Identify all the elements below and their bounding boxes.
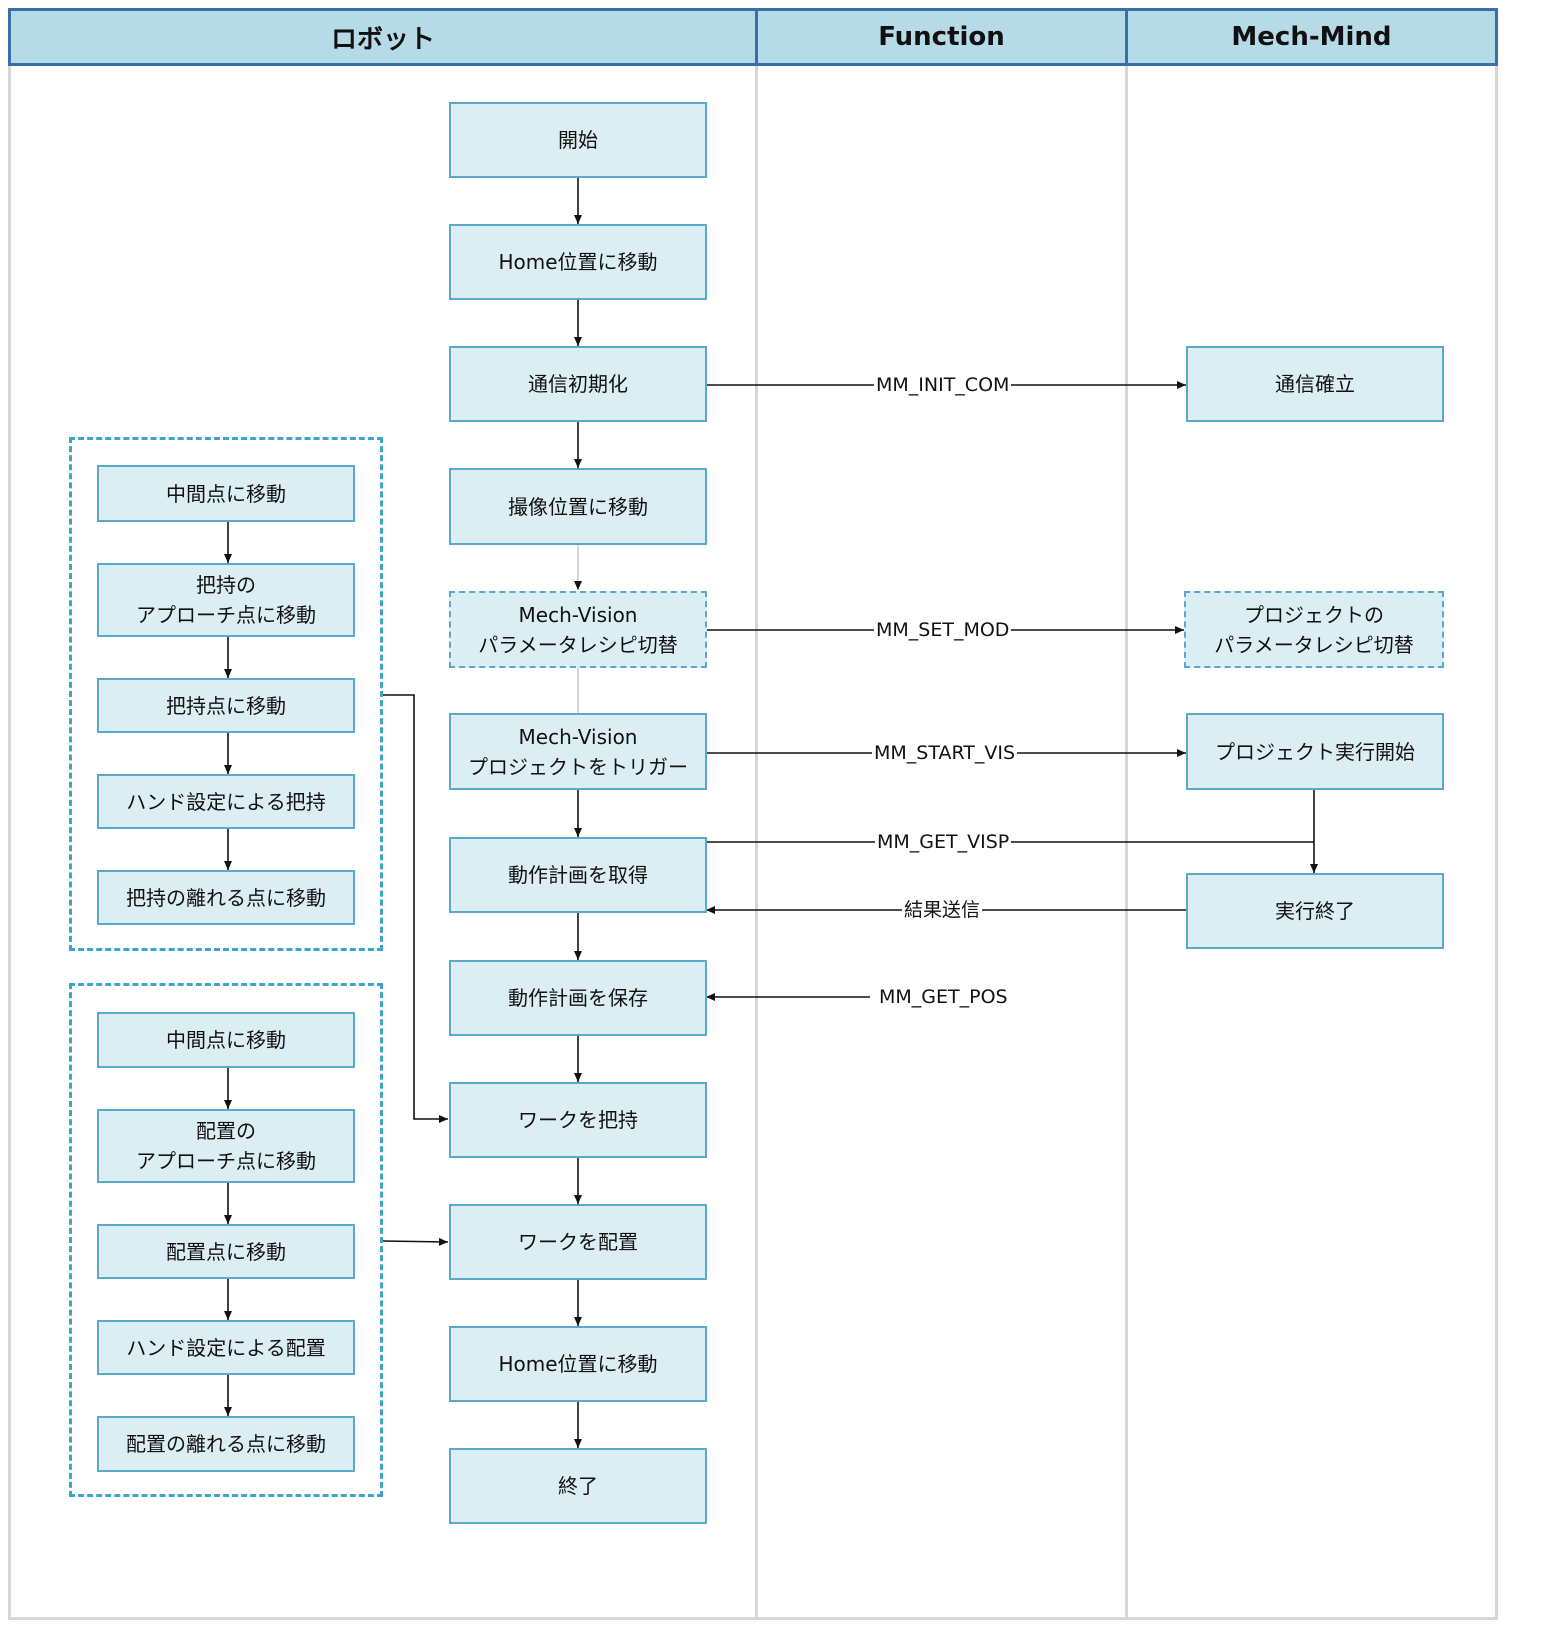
lane-header-robot: ロボット	[8, 8, 758, 66]
node-place-point: 配置点に移動	[97, 1224, 355, 1279]
node-pick-hand: ハンド設定による把持	[97, 774, 355, 829]
node-pick-approach: 把持の アプローチ点に移動	[97, 563, 355, 637]
node-project-recipe: プロジェクトの パラメータレシピ切替	[1184, 591, 1444, 668]
label-result-send: 結果送信	[902, 899, 983, 921]
node-start: 開始	[449, 102, 707, 178]
node-com-established: 通信確立	[1186, 346, 1444, 422]
node-init-com: 通信初期化	[449, 346, 707, 422]
node-pick-work: ワークを把持	[449, 1082, 707, 1158]
node-vision-recipe: Mech-Vision パラメータレシピ切替	[449, 591, 707, 668]
node-vision-trigger: Mech-Vision プロジェクトをトリガー	[449, 713, 707, 790]
node-place-approach: 配置の アプローチ点に移動	[97, 1109, 355, 1183]
lane-mechmind	[1125, 66, 1498, 1620]
node-place-work: ワークを配置	[449, 1204, 707, 1280]
label-mm-get-visp: MM_GET_VISP	[875, 831, 1012, 853]
node-home-2: Home位置に移動	[449, 1326, 707, 1402]
node-project-start: プロジェクト実行開始	[1186, 713, 1444, 790]
place-sequence-group	[69, 983, 383, 1497]
label-mm-init-com: MM_INIT_COM	[874, 374, 1012, 396]
node-place-hand: ハンド設定による配置	[97, 1320, 355, 1375]
node-pick-point: 把持点に移動	[97, 678, 355, 733]
label-mm-set-mod: MM_SET_MOD	[874, 619, 1012, 641]
node-pick-depart: 把持の離れる点に移動	[97, 870, 355, 925]
node-exec-end: 実行終了	[1186, 873, 1444, 949]
node-place-mid: 中間点に移動	[97, 1012, 355, 1068]
pick-sequence-group	[69, 437, 383, 951]
node-pick-mid: 中間点に移動	[97, 465, 355, 522]
lane-header-mechmind: Mech-Mind	[1125, 8, 1498, 66]
node-save-plan: 動作計画を保存	[449, 960, 707, 1036]
label-mm-start-vis: MM_START_VIS	[872, 742, 1018, 764]
node-home-1: Home位置に移動	[449, 224, 707, 300]
arrow-placegroup-to-place	[382, 1237, 449, 1246]
arrow-pickgroup-to-pick	[383, 694, 448, 1123]
node-place-depart: 配置の離れる点に移動	[97, 1416, 355, 1472]
node-end: 終了	[449, 1448, 707, 1524]
lane-header-function: Function	[755, 8, 1128, 66]
label-mm-get-pos: MM_GET_POS	[877, 986, 1010, 1008]
node-get-plan: 動作計画を取得	[449, 837, 707, 913]
node-capture-position: 撮像位置に移動	[449, 468, 707, 545]
